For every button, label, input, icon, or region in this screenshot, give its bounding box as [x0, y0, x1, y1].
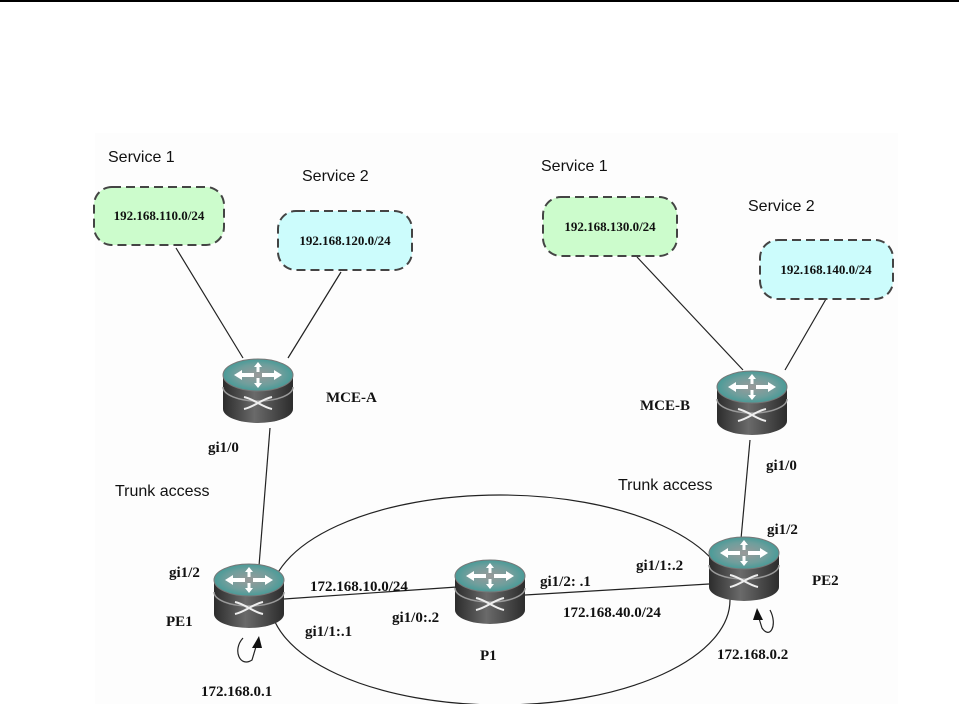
right-trunk-access-label: Trunk access: [618, 477, 713, 494]
svg-text:192.168.120.0/24: 192.168.120.0/24: [299, 233, 391, 248]
pe1-loopback-arrow: [237, 637, 259, 663]
link-pe1-p1: [283, 586, 458, 600]
p1-label: P1: [480, 648, 497, 664]
left-service1-network: 192.168.110.0/24: [93, 186, 225, 246]
pe1-port-to-mce-label: gi1/2: [169, 565, 200, 581]
pe1-port-to-p1-label: gi1/1:.1: [305, 624, 352, 640]
p1-pe2-network-label: 172.168.40.0/24: [563, 605, 661, 621]
p1-port-to-pe2-label: gi1/2: .1: [540, 574, 591, 590]
router-icon-p1: [454, 559, 526, 625]
pe2-label: PE2: [812, 573, 839, 589]
right-service1-network: 192.168.130.0/24: [542, 196, 678, 257]
link-mcea-pe1: [258, 427, 271, 567]
svg-text:192.168.110.0/24: 192.168.110.0/24: [114, 208, 205, 223]
pe2-loopback-label: 172.168.0.2: [717, 647, 788, 663]
link-svc1-mcea: [175, 247, 244, 359]
p1-port-to-pe1-label: gi1/0:.2: [392, 610, 439, 626]
pe1-loopback-arrowhead: [252, 636, 262, 648]
mce-a-port-label: gi1/0: [208, 440, 239, 456]
pe1-label: PE1: [166, 614, 193, 630]
right-service2-label: Service 2: [748, 198, 815, 215]
mce-a-label: MCE-A: [326, 390, 377, 406]
mce-b-port-label: gi1/0: [766, 458, 797, 474]
router-icon-pe1: [213, 563, 285, 629]
router-icon-pe2: [708, 536, 780, 602]
link-svc1-mceb: [636, 256, 744, 371]
svg-text:192.168.140.0/24: 192.168.140.0/24: [780, 262, 872, 277]
left-service2-network: 192.168.120.0/24: [277, 210, 413, 271]
pe1-p1-network-label: 172.168.10.0/24: [310, 579, 408, 595]
link-svc2-mceb: [784, 298, 827, 371]
top-rule: [0, 0, 959, 2]
router-icon-mce-a: [222, 358, 294, 424]
pe2-port-to-mce-label: gi1/2: [767, 522, 798, 538]
link-p1-pe2: [524, 583, 710, 596]
left-service2-label: Service 2: [302, 168, 369, 185]
pe1-loopback-label: 172.168.0.1: [201, 684, 272, 700]
left-service1-label: Service 1: [108, 149, 175, 166]
pe2-loopback-arrow: [756, 609, 774, 633]
router-icon-mce-b: [716, 370, 788, 436]
pe2-port-to-p1-label: gi1/1:.2: [636, 558, 683, 574]
right-service2-network: 192.168.140.0/24: [759, 239, 894, 300]
pe2-loopback-arrowhead: [753, 608, 763, 620]
mce-b-label: MCE-B: [640, 398, 690, 414]
right-service1-label: Service 1: [541, 158, 608, 175]
link-svc2-mcea: [287, 271, 342, 359]
link-mceb-pe2: [740, 439, 751, 540]
svg-text:192.168.130.0/24: 192.168.130.0/24: [564, 219, 656, 234]
left-trunk-access-label: Trunk access: [115, 483, 210, 500]
